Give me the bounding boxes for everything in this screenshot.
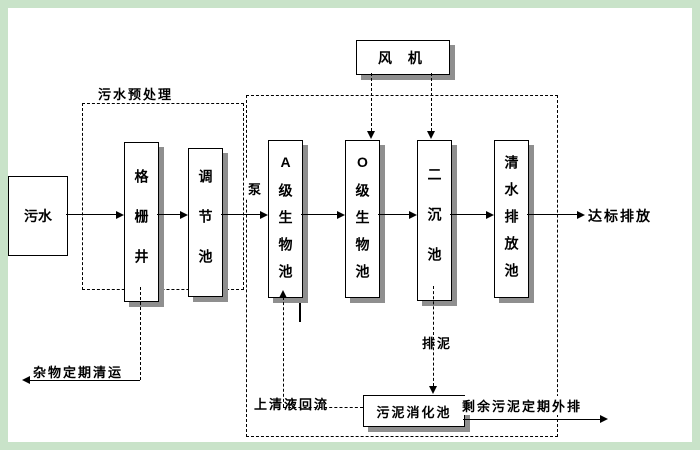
main-process-dashed-region: [246, 95, 558, 437]
influent-box: 污水: [8, 176, 68, 256]
sludge-arrowhead-digestion: [429, 386, 437, 394]
flow-arrowhead-secondary: [409, 211, 417, 219]
excess-sludge-line: [463, 419, 600, 420]
sludge-digestion-box: 污泥消化池: [363, 395, 465, 427]
tank-grid-well: 格栅井: [124, 142, 159, 302]
excess-sludge-label: 剩余污泥定期外排: [460, 396, 585, 415]
fan-box: 风 机: [356, 40, 450, 75]
pretreatment-dashed-region: [82, 103, 244, 290]
flow-line-clear-effluent: [527, 214, 577, 215]
tank-secondary-sedimentation: 二沉池: [417, 140, 452, 301]
debris-arrowhead-left: [22, 376, 30, 384]
air-arrowhead-secondary: [427, 131, 435, 139]
debris-line-horizontal: [30, 380, 140, 381]
air-line-fan-secondary: [431, 73, 432, 131]
flow-arrowhead-clear: [486, 211, 494, 219]
supernatant-line-vertical: [283, 297, 284, 407]
flow-arrowhead-gridwell: [116, 211, 124, 219]
flow-line-gridwell-regulation: [157, 214, 180, 215]
flow-line-obio-secondary: [378, 214, 409, 215]
pretreatment-title: 污水预处理: [98, 87, 174, 102]
flow-arrowhead-effluent: [577, 211, 585, 219]
sludge-line-secondary-digestion: [433, 286, 434, 386]
air-arrowhead-obio: [367, 131, 375, 139]
debris-line-vertical: [140, 287, 141, 380]
debris-removal-label: 杂物定期清运: [33, 365, 124, 380]
flow-arrowhead-obio: [337, 211, 345, 219]
air-line-fan-obio: [371, 73, 372, 131]
flow-line-abio-obio: [301, 214, 337, 215]
sludge-discharge-label: 排泥: [420, 333, 455, 352]
flow-arrowhead-regulation: [180, 211, 188, 219]
pump-label: 泵: [246, 179, 266, 198]
excess-sludge-arrowhead: [600, 415, 608, 423]
tank-regulation: 调节池: [188, 148, 223, 297]
tank-a-bio: A级生物池: [268, 140, 303, 298]
effluent-label: 达标排放: [588, 208, 652, 224]
supernatant-line-horizontal: [283, 407, 363, 408]
flow-line-influent-gridwell: [66, 214, 116, 215]
flow-arrowhead-abio: [260, 211, 268, 219]
flow-line-regulation-abio: [221, 214, 260, 215]
tick-mark: [299, 303, 301, 322]
flow-line-secondary-clear: [450, 214, 486, 215]
tank-o-bio: O级生物池: [345, 140, 380, 298]
supernatant-arrowhead-abio: [279, 290, 287, 298]
supernatant-return-label: 上清液回流: [252, 394, 332, 413]
tank-clear-water-discharge: 清水排放池: [494, 140, 529, 298]
